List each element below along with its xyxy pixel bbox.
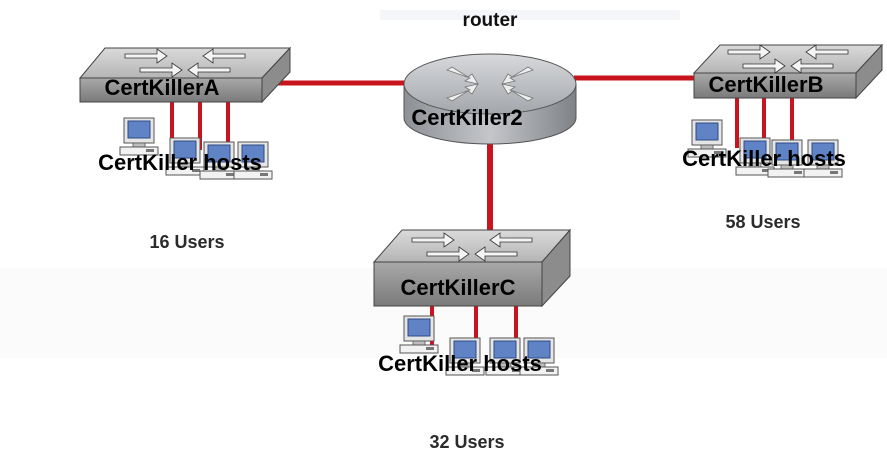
switch-b: CertKillerB	[692, 43, 884, 100]
router-arrows-icon	[446, 66, 534, 102]
router-top	[403, 53, 577, 115]
host-group-a: CertKiller hosts 16 Users	[98, 117, 273, 252]
background-strip	[380, 10, 680, 20]
switch-b-front	[693, 72, 857, 99]
switch-c-users-count: 32 Users	[429, 432, 504, 450]
switch-a-front	[79, 77, 263, 103]
switch-b-users-count: 58 Users	[725, 212, 800, 232]
switch-c: CertKillerC	[372, 228, 572, 308]
switch-c-front	[373, 261, 543, 307]
router-type-label: router	[463, 10, 519, 31]
switch-a: CertKillerA	[78, 46, 292, 104]
switch-a-name-label: CertKillerA	[105, 75, 220, 100]
router: router CertKiller2	[403, 10, 577, 145]
switch-c-name-label: CertKillerC	[401, 275, 516, 300]
router-name-label: CertKiller2	[411, 105, 522, 130]
switch-a-top	[78, 47, 292, 79]
switch-b-name-label: CertKillerB	[709, 72, 824, 97]
switch-a-hosts-label: CertKiller hosts	[98, 150, 262, 175]
host-group-b: CertKiller hosts 58 Users	[682, 119, 846, 232]
switch-c-hosts-label: CertKiller hosts	[378, 351, 542, 376]
switch-a-users-count: 16 Users	[149, 232, 224, 252]
host-group-c: CertKiller hosts 32 Users	[378, 315, 559, 450]
switch-b-hosts-label: CertKiller hosts	[682, 146, 846, 171]
switch-c-top	[372, 229, 572, 263]
host-computer-icon	[399, 315, 439, 354]
switch-b-top	[692, 44, 884, 74]
